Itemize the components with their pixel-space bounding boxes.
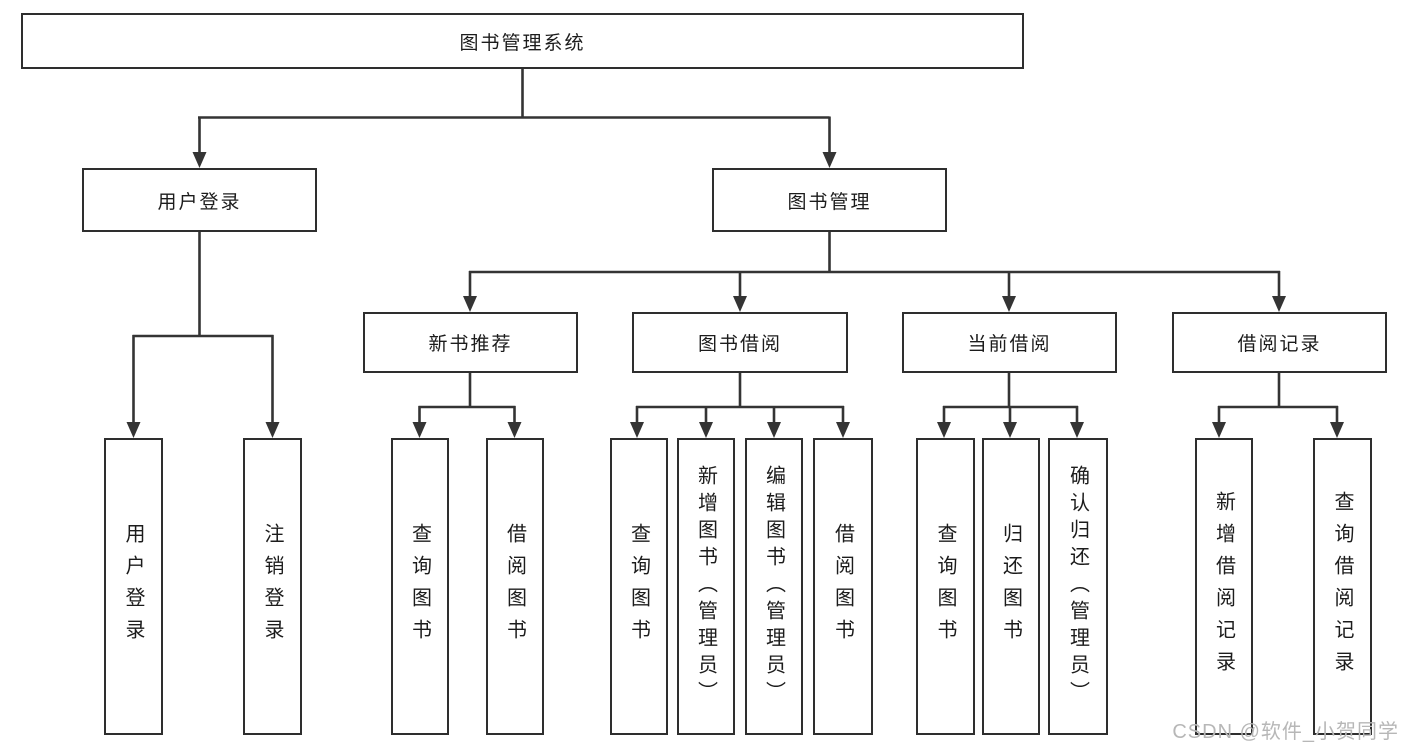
leaf-label: 新增图书（管理员）: [694, 465, 717, 708]
node-label: 当前借阅: [967, 334, 1052, 355]
leaf-query-books-recommend: 查询图书: [391, 438, 449, 735]
leaf-borrow-books-borrowing: 借阅图书: [813, 438, 873, 735]
leaf-return-books: 归还图书: [982, 438, 1040, 735]
leaf-edit-books-admin: 编辑图书（管理员）: [745, 438, 803, 735]
leaf-label: 编辑图书（管理员）: [762, 465, 785, 708]
node-label: 图书管理系统: [459, 32, 586, 54]
node-book-borrowing: 图书借阅: [632, 312, 848, 373]
leaf-label: 查询图书: [934, 522, 956, 651]
leaf-label: 归还图书: [999, 522, 1022, 651]
leaf-label: 借阅图书: [503, 522, 526, 651]
node-book-management: 图书管理: [712, 168, 947, 232]
leaf-confirm-return-admin: 确认归还（管理员）: [1048, 438, 1108, 735]
leaf-user-login: 用户登录: [104, 438, 163, 735]
leaf-label: 用户登录: [122, 522, 144, 651]
leaf-label: 查询图书: [408, 522, 431, 651]
leaf-add-borrow-record: 新增借阅记录: [1195, 438, 1253, 735]
leaf-label: 新增借阅记录: [1212, 490, 1235, 683]
node-label: 图书管理: [787, 191, 872, 213]
leaf-label: 确认归还（管理员）: [1066, 465, 1089, 708]
node-borrowing-records: 借阅记录: [1172, 312, 1387, 373]
node-library-management-system: 图书管理系统: [21, 13, 1024, 69]
node-user-login: 用户登录: [82, 168, 317, 232]
node-label: 图书借阅: [697, 334, 782, 355]
node-label: 借阅记录: [1237, 334, 1322, 355]
node-current-borrowing: 当前借阅: [902, 312, 1117, 373]
node-label: 用户登录: [157, 191, 242, 213]
leaf-query-books-borrowing: 查询图书: [610, 438, 668, 735]
leaf-query-books-current: 查询图书: [916, 438, 975, 735]
leaf-label: 借阅图书: [831, 522, 854, 651]
node-label: 新书推荐: [428, 334, 513, 355]
node-new-book-recommendation: 新书推荐: [363, 312, 578, 373]
leaf-label: 查询图书: [627, 522, 650, 651]
csdn-watermark: CSDN @软件_小贺同学: [1172, 721, 1399, 743]
leaf-label: 查询借阅记录: [1331, 490, 1353, 683]
leaf-query-borrow-record: 查询借阅记录: [1313, 438, 1372, 735]
leaf-borrow-books-recommend: 借阅图书: [486, 438, 544, 735]
leaf-label: 注销登录: [261, 522, 283, 651]
leaf-logout: 注销登录: [243, 438, 302, 735]
leaf-add-books-admin: 新增图书（管理员）: [677, 438, 735, 735]
